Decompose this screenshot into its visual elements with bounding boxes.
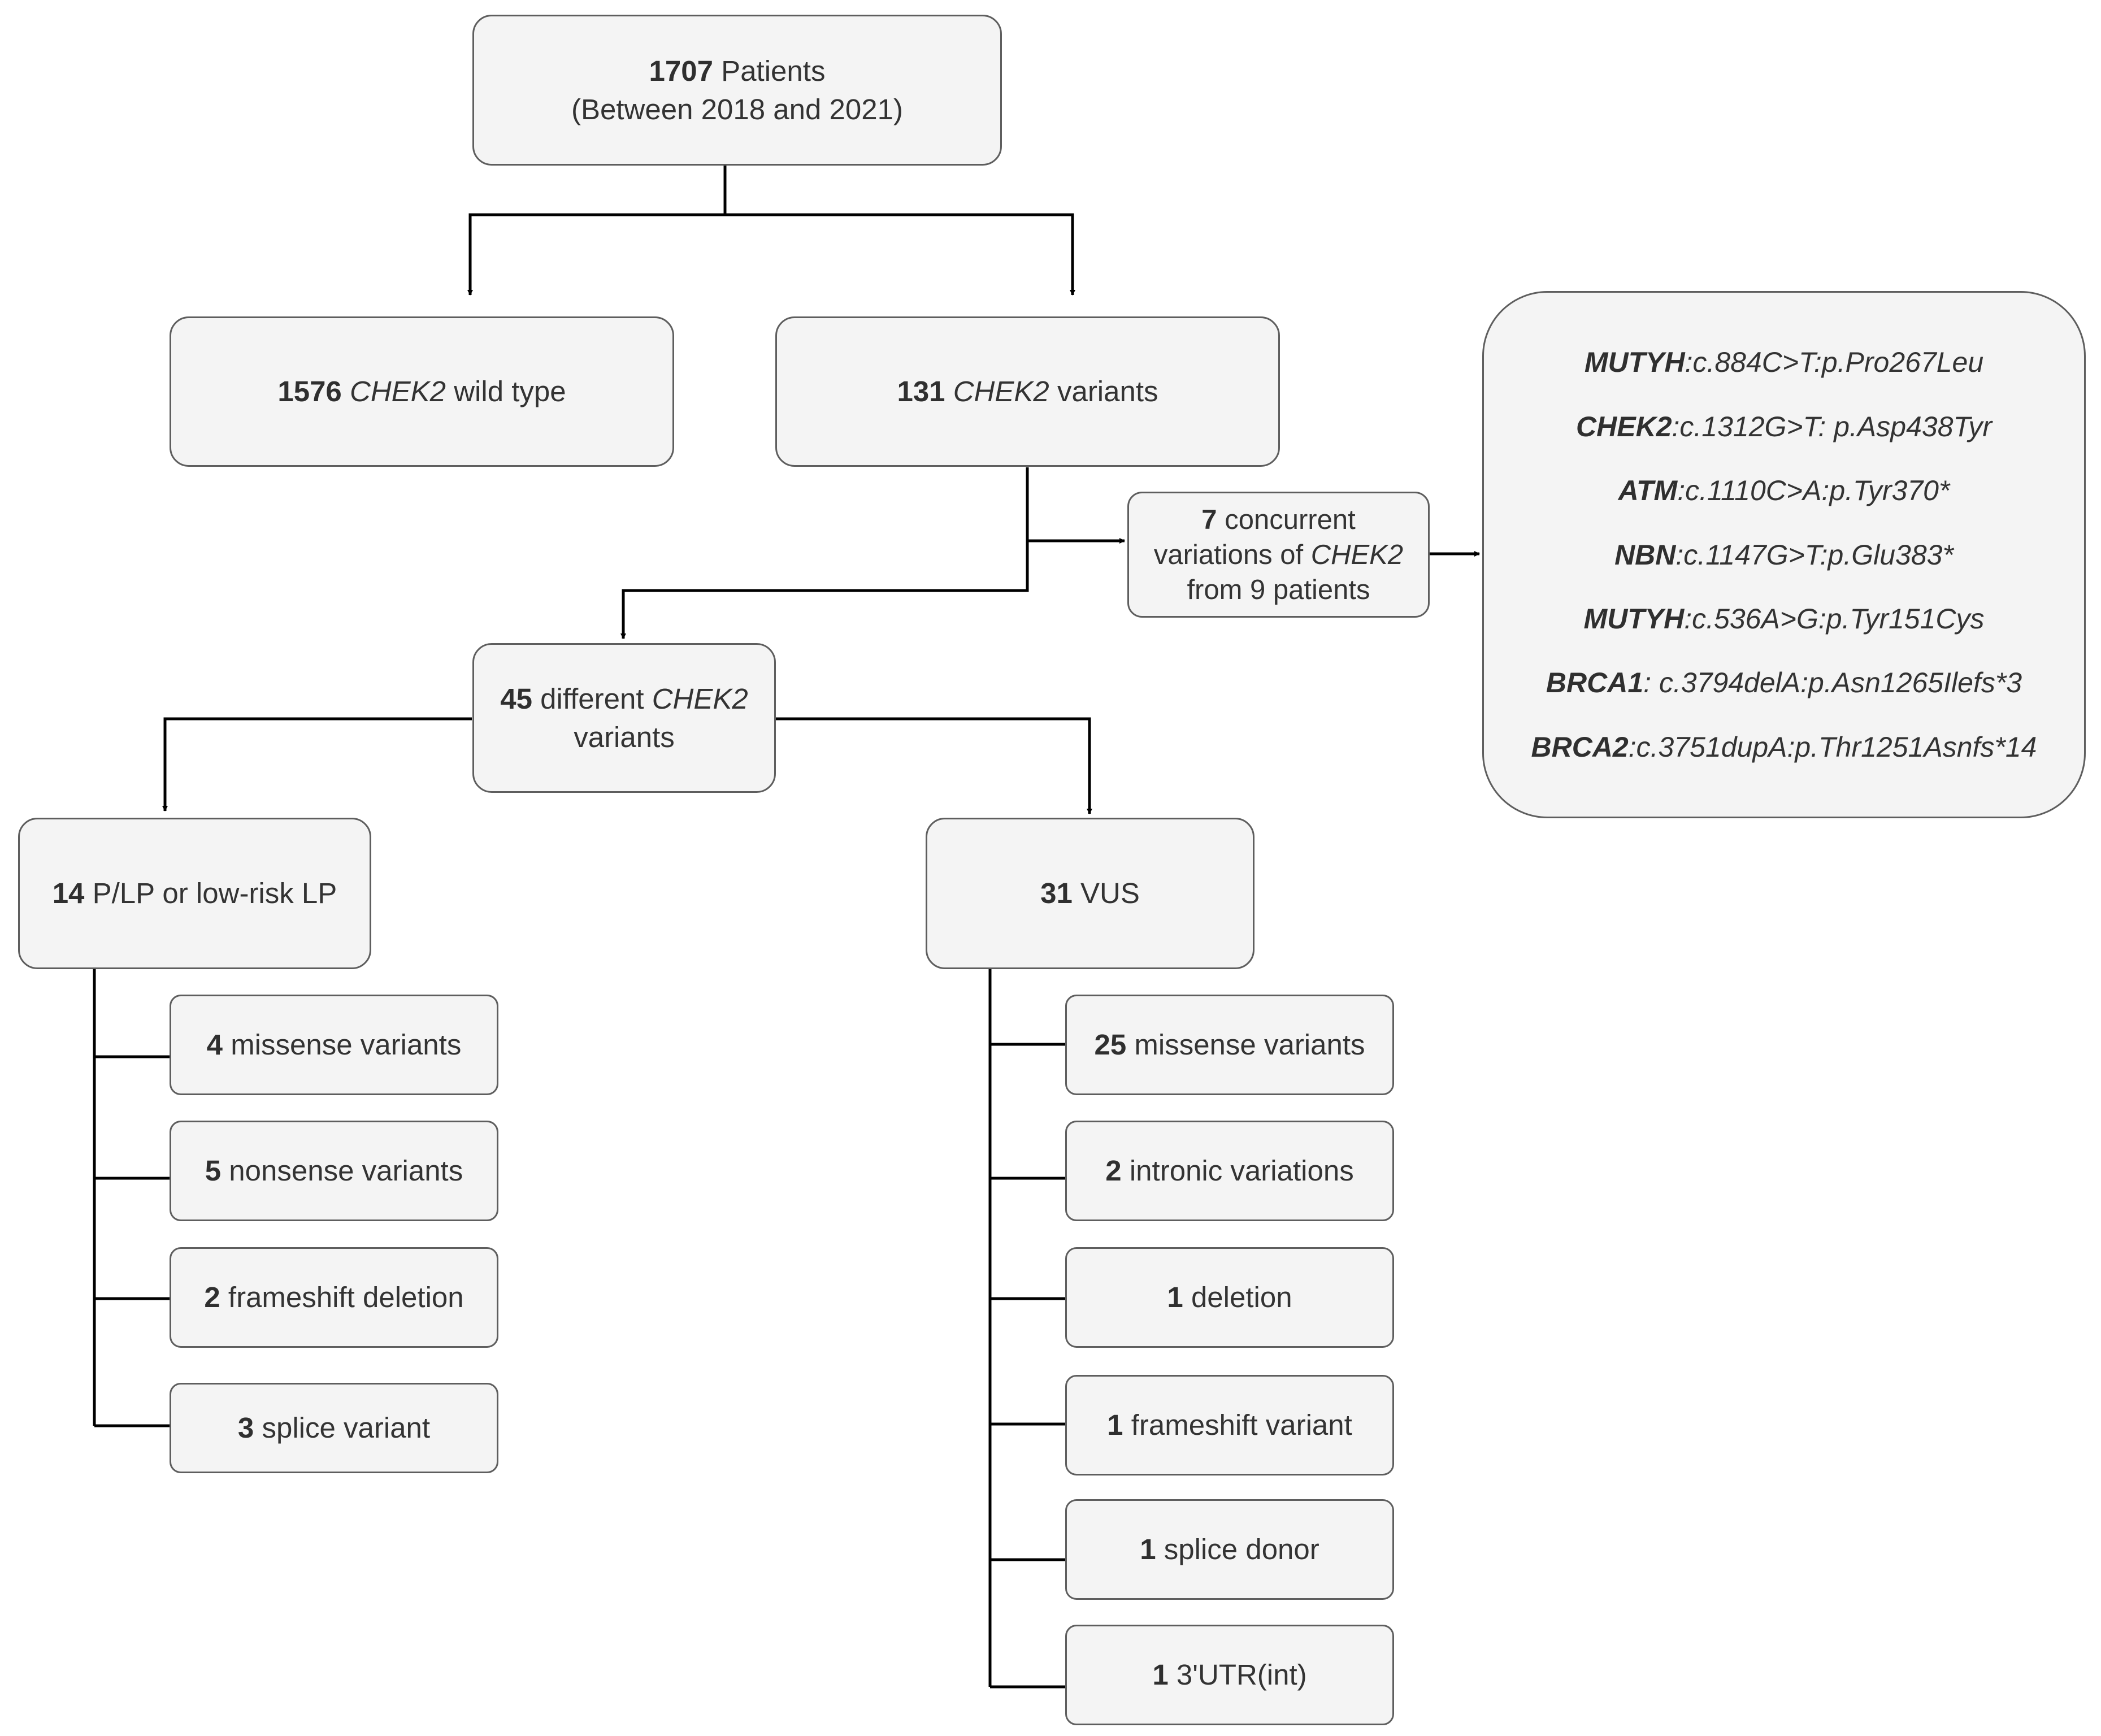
concurrent-line2: variations of (1153, 539, 1304, 570)
patients-subtitle: (Between 2018 and 2021) (571, 93, 903, 125)
different-line2: variants (574, 721, 675, 753)
gene-variant-item: BRCA2:c.3751dupA:p.Thr1251Asnfs*14 (1531, 731, 2037, 763)
vus-label: VUS (1080, 877, 1140, 909)
variants-label: variants (1057, 375, 1158, 407)
patients-count: 1707 (649, 54, 713, 87)
patients-box: 1707 Patients (Between 2018 and 2021) (472, 15, 1002, 166)
wild-type-count: 1576 (277, 375, 342, 407)
concurrent-count: 7 (1201, 504, 1217, 535)
different-count: 45 (500, 682, 532, 715)
vus-item: 25 missense variants (1065, 995, 1394, 1095)
gene-variant-item: ATM:c.1110C>A:p.Tyr370* (1618, 475, 1950, 507)
plp-label: P/LP or low-risk LP (92, 877, 337, 909)
concurrent-gene: CHEK2 (1310, 539, 1404, 570)
different-pre: different (540, 682, 644, 715)
gene-variant-item: MUTYH:c.536A>G:p.Tyr151Cys (1583, 602, 1985, 635)
plp-count: 14 (52, 877, 85, 909)
gene-variant-item: NBN:c.1147G>T:p.Glu383* (1614, 539, 1954, 571)
different-variants-box: 45 different CHEK2 variants (472, 643, 776, 793)
gene-variant-item: MUTYH:c.884C>T:p.Pro267Leu (1584, 346, 1984, 379)
concurrent-line1: concurrent (1225, 504, 1356, 535)
concurrent-variants-list: MUTYH:c.884C>T:p.Pro267Leu CHEK2:c.1312G… (1482, 291, 2086, 818)
split-line-right (775, 717, 1091, 805)
concurrent-box: 7 concurrent variations of CHEK2 from 9 … (1127, 492, 1430, 618)
split-line-top-right (725, 213, 1074, 294)
gene-variant-item: CHEK2:c.1312G>T: p.Asp438Tyr (1576, 410, 1992, 442)
vus-item: 1 splice donor (1065, 1499, 1394, 1600)
wild-type-label: wild type (454, 375, 566, 407)
gene-variant-item: BRCA1: c.3794delA:p.Asn1265Ilefs*3 (1546, 667, 2022, 699)
variants-down-line (622, 467, 1029, 636)
variants-count: 131 (897, 375, 945, 407)
vus-item: 1 3'UTR(int) (1065, 1625, 1394, 1725)
patients-label: Patients (721, 54, 826, 87)
vus-item: 1 deletion (1065, 1247, 1394, 1348)
plp-item: 2 frameshift deletion (170, 1247, 498, 1348)
variants-box: 131 CHEK2 variants (775, 316, 1280, 467)
wild-type-gene: CHEK2 (349, 375, 446, 407)
vus-item: 1 frameshift variant (1065, 1375, 1394, 1475)
plp-item: 4 missense variants (170, 995, 498, 1095)
split-line-top (468, 165, 727, 294)
plp-item: 3 splice variant (170, 1383, 498, 1473)
vus-count: 31 (1040, 877, 1073, 909)
vus-box: 31 VUS (926, 818, 1254, 969)
concurrent-line3: from 9 patients (1187, 574, 1370, 605)
variants-gene: CHEK2 (953, 375, 1049, 407)
vus-item: 2 intronic variations (1065, 1121, 1394, 1221)
different-gene: CHEK2 (652, 682, 748, 715)
wild-type-box: 1576 CHEK2 wild type (170, 316, 674, 467)
split-line-left (163, 717, 472, 805)
plp-box: 14 P/LP or low-risk LP (18, 818, 371, 969)
plp-item: 5 nonsense variants (170, 1121, 498, 1221)
